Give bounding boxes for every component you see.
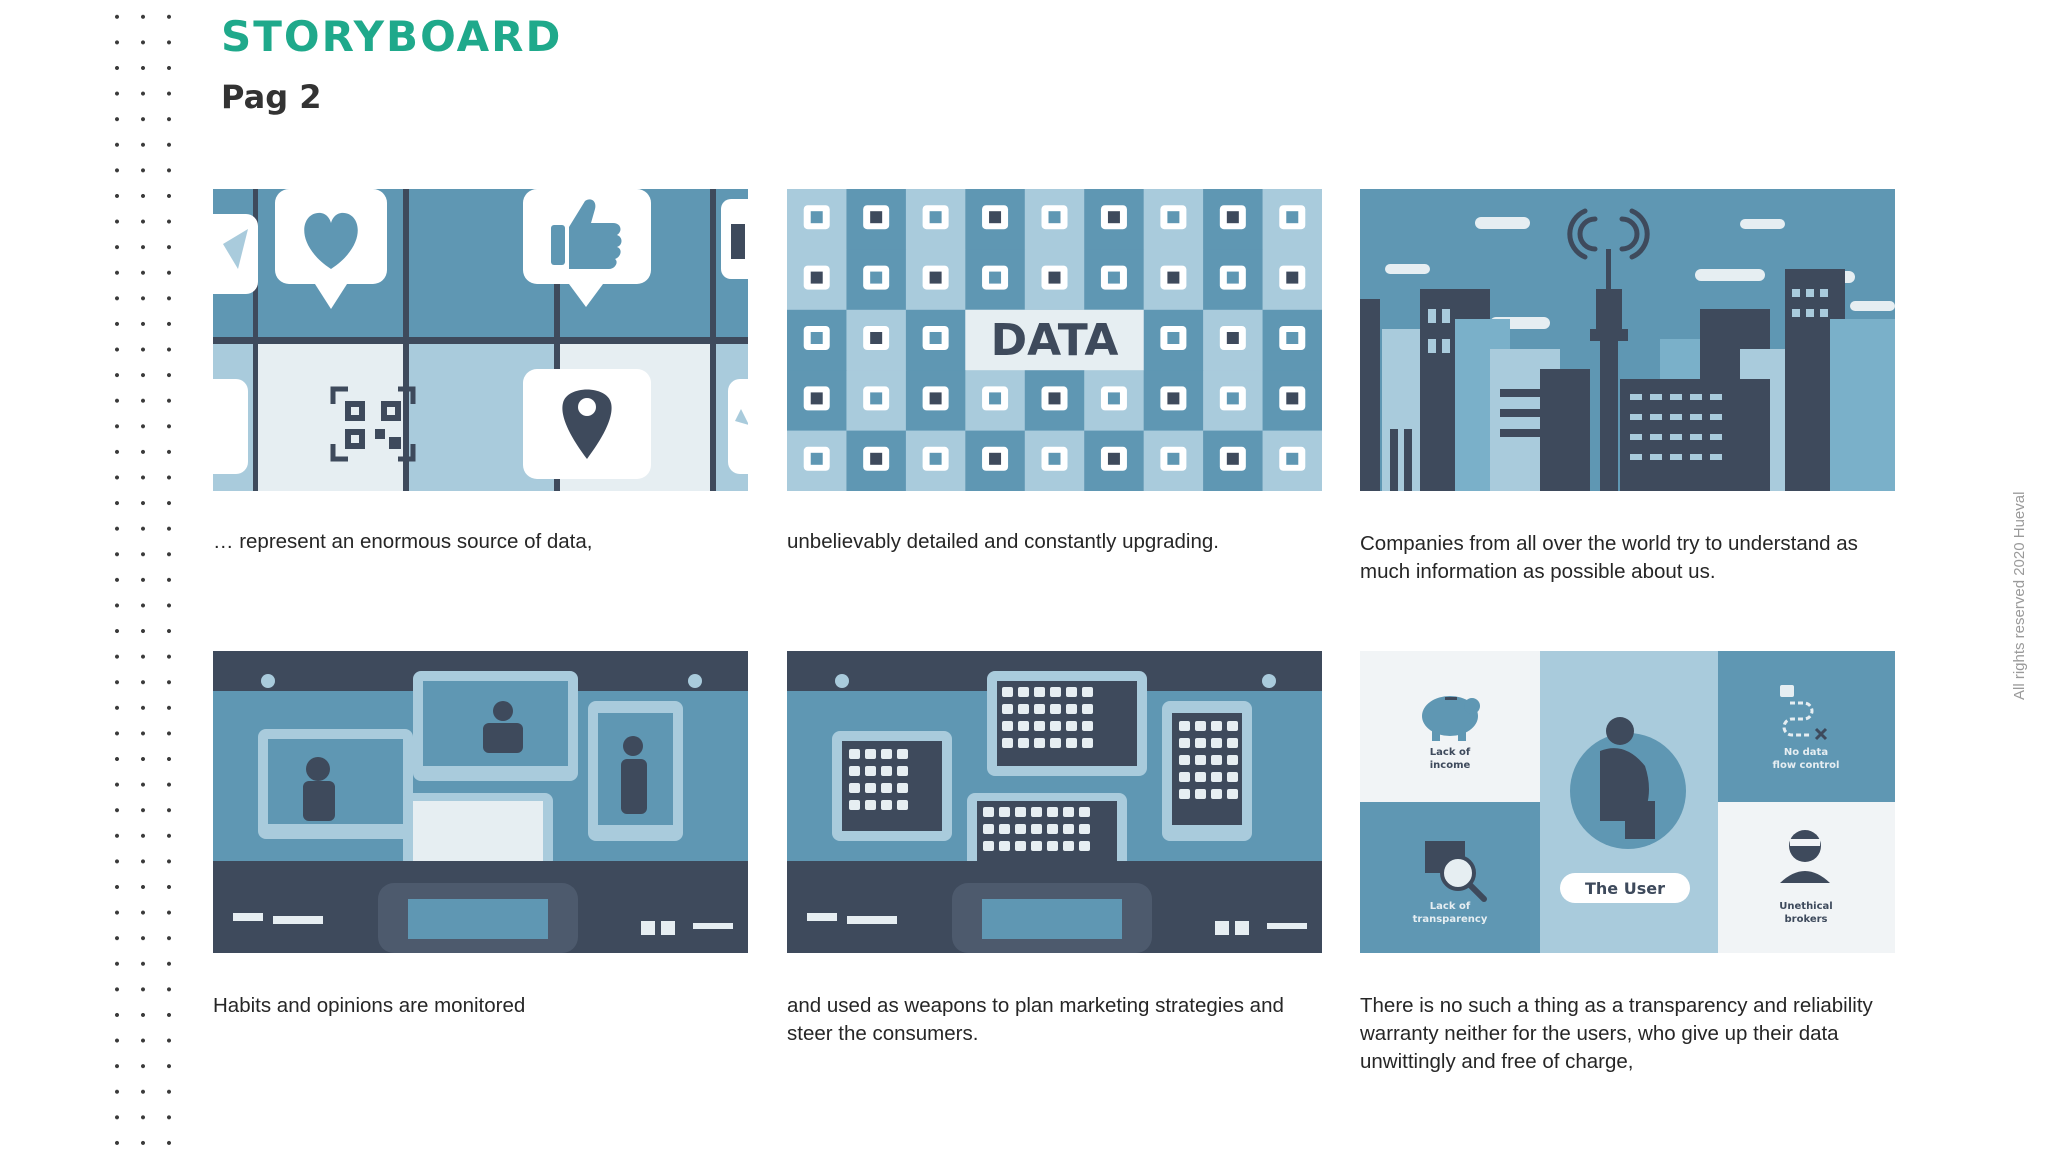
the-user-badge: The User bbox=[1560, 873, 1690, 903]
panel-6-caption: There is no such a thing as a transparen… bbox=[1360, 994, 1873, 1073]
piggy-bank-icon bbox=[1422, 696, 1480, 741]
panel-2-illustration: DATA bbox=[787, 189, 1322, 491]
quadrant-flow-line2: flow control bbox=[1773, 760, 1840, 771]
quadrant-income-line2: income bbox=[1430, 760, 1471, 771]
page-subtitle: Pag 2 bbox=[221, 78, 322, 116]
heart-icon bbox=[275, 189, 387, 309]
copyright-notice: All rights reserved 2020 Hueval bbox=[2011, 491, 2028, 700]
panel-5-illustration bbox=[787, 651, 1322, 953]
thumbs-up-icon bbox=[523, 189, 651, 307]
panel-5-caption: and used as weapons to plan marketing st… bbox=[787, 994, 1284, 1045]
quadrant-brokers-line2: brokers bbox=[1784, 914, 1827, 925]
panel-3-illustration bbox=[1360, 189, 1895, 491]
panel-6-illustration: The User Lack of income No data flow con… bbox=[1360, 651, 1895, 953]
masked-person-icon bbox=[1780, 830, 1830, 883]
quadrant-transparency-line1: Lack of bbox=[1430, 901, 1471, 912]
user-figure bbox=[1570, 717, 1686, 849]
location-pin-icon bbox=[523, 369, 651, 479]
data-banner-text: DATA bbox=[991, 315, 1119, 366]
panel-4-caption: Habits and opinions are monitored bbox=[213, 994, 526, 1017]
quadrant-transparency-line2: transparency bbox=[1413, 914, 1488, 925]
panel-1-caption: … represent an enormous source of data, bbox=[213, 530, 593, 553]
panel-1-illustration bbox=[213, 189, 748, 491]
dot-pattern bbox=[104, 0, 188, 1152]
quadrant-brokers-line1: Unethical bbox=[1779, 901, 1832, 912]
quadrant-flow-line1: No data bbox=[1784, 747, 1828, 758]
quadrant-income-line1: Lack of bbox=[1430, 747, 1471, 758]
the-user-label: The User bbox=[1585, 879, 1665, 898]
page-title: STORYBOARD bbox=[221, 12, 563, 61]
flow-icon bbox=[1780, 685, 1828, 741]
magnifier-question-icon bbox=[1425, 841, 1487, 902]
qr-code-icon bbox=[330, 386, 416, 462]
panel-2-caption: unbelievably detailed and constantly upg… bbox=[787, 530, 1219, 553]
panel-4-illustration bbox=[213, 651, 748, 953]
panel-3-caption: Companies from all over the world try to… bbox=[1360, 532, 1858, 583]
